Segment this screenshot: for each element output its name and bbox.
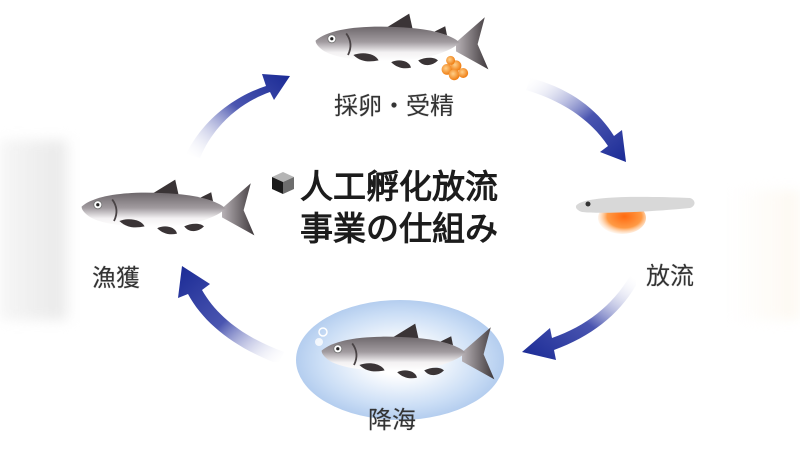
salmon-in-sea-icon [318, 320, 498, 392]
arrow-sea-migration-to-catch [178, 266, 284, 362]
cube-icon [272, 172, 294, 194]
stage-label-catch: 漁獲 [92, 264, 140, 292]
salmon-with-eggs-icon [312, 10, 492, 81]
stage-label-release: 放流 [646, 262, 694, 290]
arrow-spawning-to-release [526, 78, 626, 162]
arrow-catch-to-spawning [186, 74, 290, 158]
diagram-title: 人工孵化放流 事業の仕組み [270, 166, 498, 250]
stage-label-sea-migration: 降海 [368, 406, 416, 434]
salmon-icon [78, 176, 258, 248]
title-line-2: 事業の仕組み [300, 209, 498, 248]
left-edge-shade [0, 140, 72, 320]
right-edge-shade [730, 190, 800, 320]
eggs-icon [441, 55, 469, 81]
bubbles-icon [315, 327, 328, 346]
title-line-1: 人工孵化放流 [270, 166, 498, 208]
stage-label-spawning: 採卵・受精 [334, 92, 454, 120]
fry-with-yolk-sac-icon [575, 196, 695, 234]
arrow-release-to-sea-migration [522, 276, 636, 360]
